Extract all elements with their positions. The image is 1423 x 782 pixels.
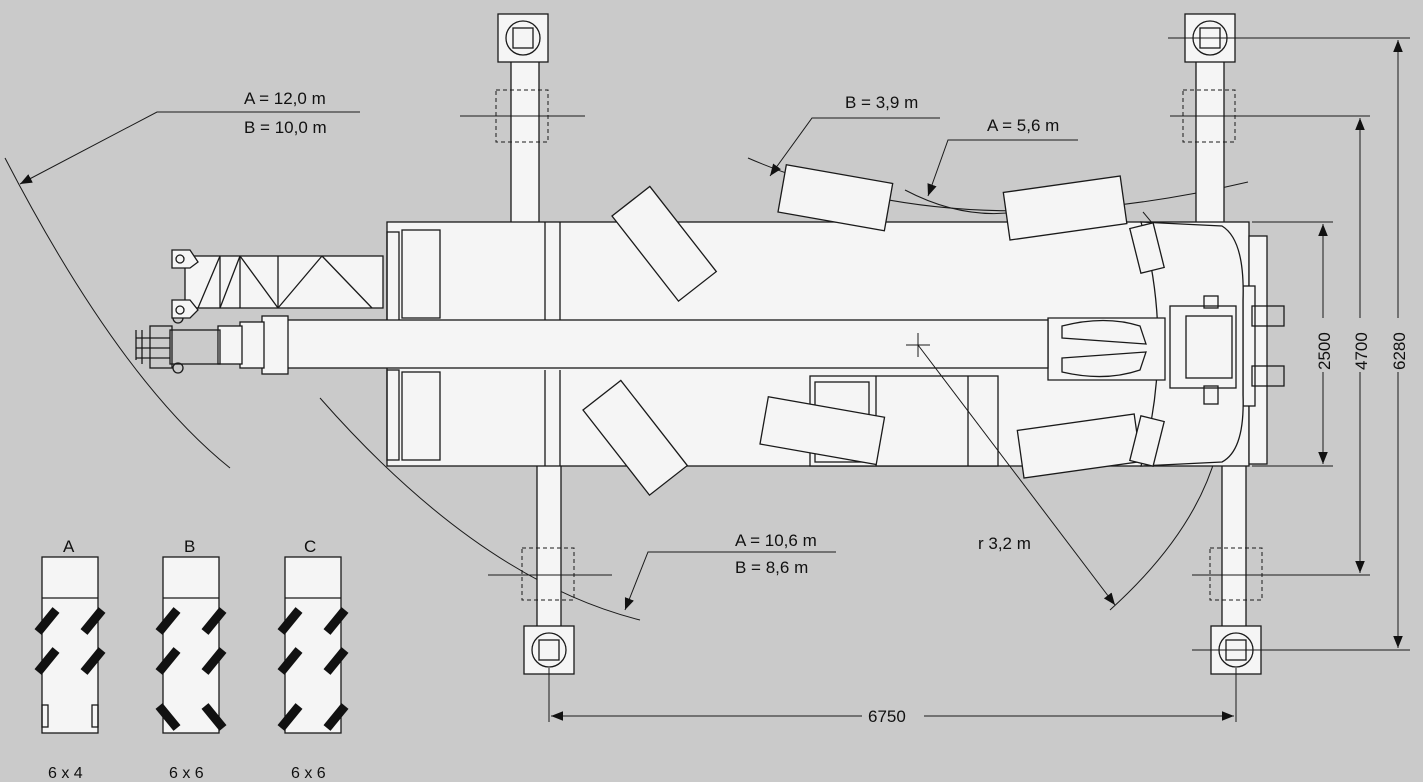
steering-mode-A-letter: A [63,537,75,556]
dimension-2500-label: 2500 [1315,332,1334,370]
crane-boom [135,312,1049,375]
dimension-6280-label: 6280 [1390,332,1409,370]
dimension-6750-label: 6750 [868,707,906,726]
outriggers [460,13,1370,675]
crane-wheels [582,163,1142,497]
steering-mode-B-letter: B [184,537,195,556]
rear-radius-A-label: A = 10,6 m [735,531,817,550]
crane-jib-lattice [171,249,384,319]
top-radius-B-label: B = 3,9 m [845,93,918,112]
outrigger-bottom-left [488,461,612,675]
radius-leaders [19,111,1116,611]
outrigger-top-right [1170,13,1370,225]
front-radius-A-label: A = 12,0 m [244,89,326,108]
radius-labels: A = 12,0 m B = 10,0 m B = 3,9 m A = 5,6 … [244,89,1059,577]
steering-mode-A-config: 6 x 4 [48,765,83,782]
dimension-4700-label: 4700 [1352,332,1371,370]
steering-mode-A: A 6 x 4 [34,537,106,782]
steering-mode-C-config: 6 x 6 [291,765,326,782]
swing-radius-label: r 3,2 m [978,534,1031,553]
outrigger-bottom-right [1192,461,1370,675]
outrigger-top-left [460,13,585,225]
crane-superstructure [1047,221,1244,468]
dimension-lines: 2500 4700 6280 6750 [548,37,1410,726]
front-radius-B-label: B = 10,0 m [244,118,327,137]
steering-mode-B: B 6 x 6 [155,537,227,782]
steering-mode-C: C 6 x 6 [277,537,349,782]
top-radius-A-label: A = 5,6 m [987,116,1059,135]
steering-modes: A 6 x 4 B 6 x 6 C [34,537,349,782]
steering-mode-B-config: 6 x 6 [169,765,204,782]
rear-radius-B-label: B = 8,6 m [735,558,808,577]
steering-mode-C-letter: C [304,537,316,556]
